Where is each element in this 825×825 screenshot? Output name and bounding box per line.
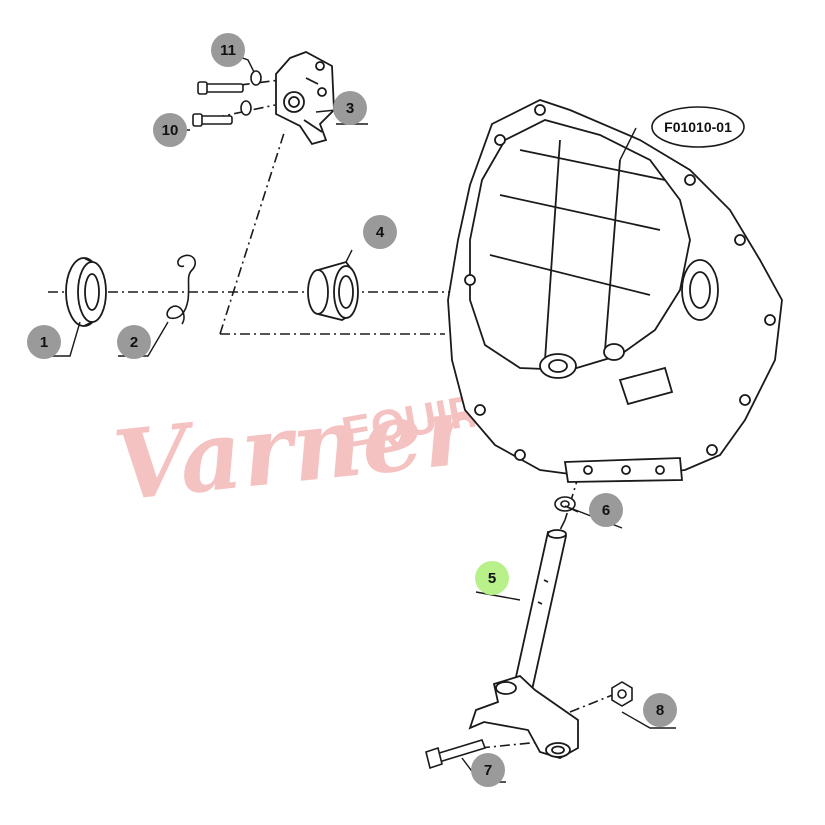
part-7-bolt (425, 739, 487, 770)
callout-label-2: 2 (130, 334, 138, 351)
callout-badge-6[interactable]: 6 (589, 493, 623, 527)
callout-badge-3[interactable]: 3 (333, 91, 367, 125)
part-3-bracket (275, 51, 335, 146)
part-11-bolt (197, 70, 262, 95)
figure-code-label: F01010-01 (664, 119, 732, 135)
callout-badge-1[interactable]: 1 (27, 325, 61, 359)
part-10-bolt (192, 100, 252, 127)
figure-code-callout: F01010-01 (651, 106, 745, 148)
part-8-nut (611, 681, 633, 707)
callout-label-6: 6 (602, 502, 610, 519)
callout-label-10: 10 (162, 122, 179, 139)
callout-label-7: 7 (484, 762, 492, 779)
part-1-seal (65, 257, 107, 327)
callout-label-5: 5 (488, 570, 496, 587)
callout-badge-7[interactable]: 7 (471, 753, 505, 787)
transmission-housing (447, 99, 783, 483)
callout-badge-10[interactable]: 10 (153, 113, 187, 147)
callout-badge-4[interactable]: 4 (363, 215, 397, 249)
part-2-spring-clip (166, 254, 196, 325)
callout-badge-2[interactable]: 2 (117, 325, 151, 359)
callout-label-4: 4 (376, 224, 385, 241)
callout-badge-5[interactable]: 5 (475, 561, 509, 595)
part-4-bearing (307, 260, 359, 321)
part-5-shaft (468, 529, 579, 759)
callout-label-1: 1 (40, 334, 48, 351)
callout-label-11: 11 (220, 42, 236, 59)
callout-badge-11[interactable]: 11 (211, 33, 245, 67)
callout-label-8: 8 (656, 702, 664, 719)
callout-badge-8[interactable]: 8 (643, 693, 677, 727)
callout-label-3: 3 (346, 100, 354, 117)
